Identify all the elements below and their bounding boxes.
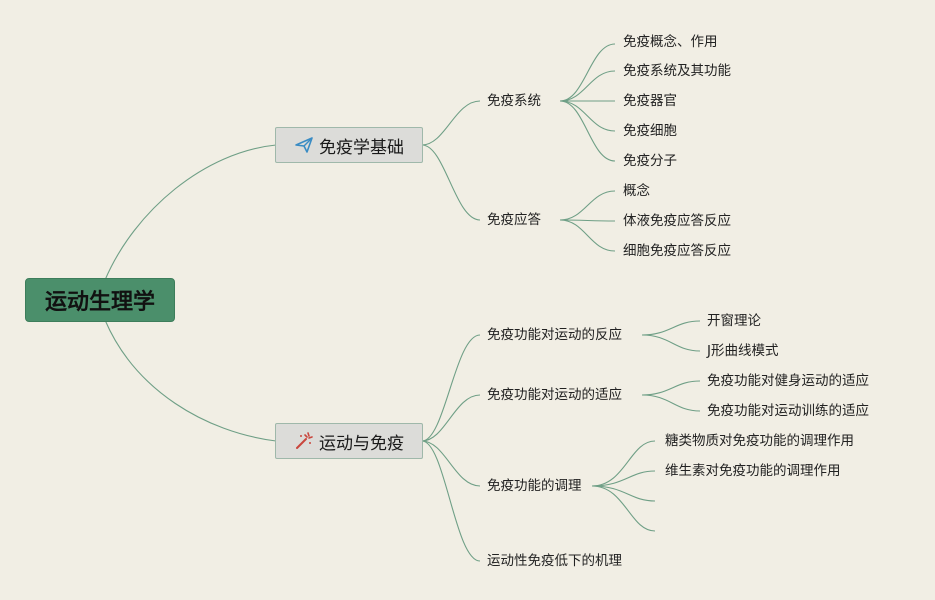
magic-wand-icon bbox=[294, 431, 314, 451]
connector-leaf bbox=[591, 470, 656, 487]
connector-root-branch-1 bbox=[104, 144, 277, 281]
connector-leaf bbox=[591, 485, 656, 532]
branch-node-exercise-immunity[interactable]: 运动与免疫 bbox=[275, 423, 423, 459]
root-node-label: 运动生理学 bbox=[44, 290, 155, 315]
connector-b2-sub bbox=[421, 394, 481, 442]
connector-root-branch-2 bbox=[104, 319, 277, 442]
connector-b2-sub bbox=[421, 334, 481, 442]
connector-leaf bbox=[641, 320, 701, 336]
subtopic-node[interactable]: 免疫功能的调理 bbox=[487, 478, 582, 494]
subtopic-node[interactable]: 免疫系统 bbox=[487, 93, 541, 109]
leaf-node[interactable]: 免疫功能对健身运动的适应 bbox=[707, 373, 869, 389]
branch-node-label: 运动与免疫 bbox=[319, 433, 404, 454]
connector-leaf bbox=[559, 219, 616, 252]
leaf-node[interactable]: 免疫概念、作用 bbox=[623, 34, 718, 50]
connector-leaf bbox=[559, 43, 616, 102]
leaf-node[interactable]: 糖类物质对免疫功能的调理作用 bbox=[665, 433, 854, 449]
leaf-node[interactable]: 概念 bbox=[623, 183, 650, 199]
leaf-node[interactable]: 免疫器官 bbox=[623, 93, 677, 109]
branch-node-label: 免疫学基础 bbox=[319, 137, 404, 158]
subtopic-node[interactable]: 免疫应答 bbox=[487, 212, 541, 228]
connector-b1-immune-response bbox=[421, 144, 481, 221]
connector-leaf bbox=[559, 70, 616, 102]
leaf-node[interactable]: J形曲线模式 bbox=[707, 343, 779, 359]
connector-leaf bbox=[591, 485, 656, 502]
subtopic-node[interactable]: 运动性免疫低下的机理 bbox=[487, 553, 622, 569]
root-node[interactable]: 运动生理学 bbox=[25, 278, 175, 322]
connector-b1-immune-system bbox=[421, 100, 481, 146]
connector-leaf bbox=[559, 100, 616, 132]
leaf-node[interactable]: 免疫系统及其功能 bbox=[623, 63, 731, 79]
subtopic-node[interactable]: 免疫功能对运动的反应 bbox=[487, 327, 622, 343]
leaf-node[interactable]: 细胞免疫应答反应 bbox=[623, 243, 731, 259]
connector-leaf bbox=[559, 100, 616, 162]
leaf-node[interactable]: 免疫细胞 bbox=[623, 123, 677, 139]
connector-leaf bbox=[641, 394, 701, 412]
connector-leaf bbox=[641, 334, 701, 352]
connector-leaf bbox=[559, 190, 616, 221]
leaf-node[interactable]: 开窗理论 bbox=[707, 313, 761, 329]
connector-leaf bbox=[641, 380, 701, 396]
subtopic-node[interactable]: 免疫功能对运动的适应 bbox=[487, 387, 622, 403]
connector-b2-sub bbox=[421, 440, 481, 487]
leaf-node[interactable]: 免疫分子 bbox=[623, 153, 677, 169]
paper-plane-icon bbox=[294, 135, 314, 155]
leaf-node[interactable]: 体液免疫应答反应 bbox=[623, 213, 731, 229]
connector-b2-sub bbox=[421, 440, 481, 562]
connector-leaf bbox=[559, 219, 616, 222]
leaf-node[interactable]: 免疫功能对运动训练的适应 bbox=[707, 403, 869, 419]
connector-leaf bbox=[591, 440, 656, 487]
branch-node-immunology-basics[interactable]: 免疫学基础 bbox=[275, 127, 423, 163]
leaf-node[interactable]: 维生素对免疫功能的调理作用 bbox=[665, 463, 841, 479]
